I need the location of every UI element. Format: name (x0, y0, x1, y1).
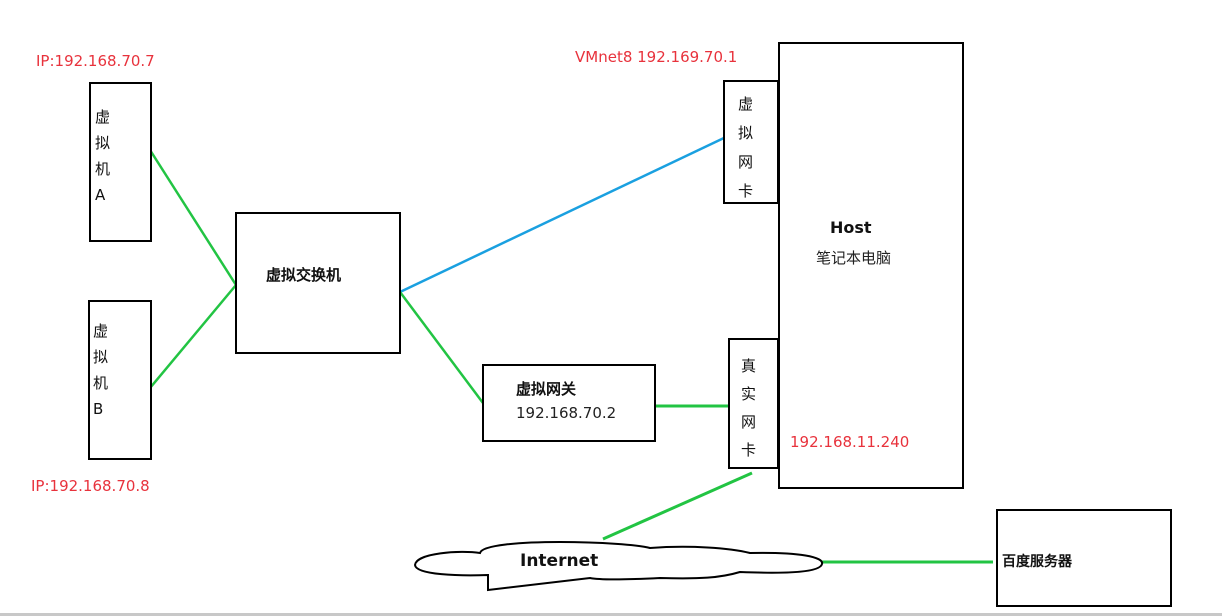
virtual-switch-box[interactable]: 虚拟交换机 (235, 212, 401, 354)
host-subtitle: 笔记本电脑 (816, 249, 892, 267)
virtual-gateway-title: 虚拟网关 (516, 380, 577, 398)
host-box[interactable]: Host 笔记本电脑 (778, 42, 964, 489)
internet-label: Internet (520, 551, 599, 571)
baidu-server-box[interactable]: 百度服务器 (996, 509, 1172, 607)
link-switch-to-virtual-nic (399, 135, 727, 294)
baidu-server-label: 百度服务器 (1002, 554, 1072, 570)
real-nic-ip-label: 192.168.11.240 (790, 433, 910, 451)
vm-b-label: 虚 拟 机 B (93, 322, 109, 418)
vm-a-ip-label: IP:192.168.70.7 (36, 52, 155, 70)
link-vm-a-to-switch (148, 149, 238, 286)
link-switch-to-gateway (398, 291, 485, 404)
virtual-gateway-ip: 192.168.70.2 (516, 404, 617, 422)
real-nic-box[interactable]: 真 实 网 卡 (728, 338, 779, 469)
link-real-nic-to-internet (602, 471, 753, 541)
virtual-nic-box[interactable]: 虚 拟 网 卡 (723, 80, 779, 204)
vm-b-box[interactable]: 虚 拟 机 B (88, 300, 152, 460)
virtual-nic-label: 虚 拟 网 卡 (738, 95, 754, 200)
internet-cloud-shape (413, 540, 824, 592)
vm-a-label: 虚 拟 机 A (95, 108, 111, 204)
host-title: Host (830, 218, 872, 237)
virtual-nic-ip-label: VMnet8 192.169.70.1 (575, 48, 738, 66)
bottom-border (0, 613, 1222, 616)
vm-b-ip-label: IP:192.168.70.8 (31, 477, 150, 495)
virtual-gateway-box[interactable]: 虚拟网关 192.168.70.2 (482, 364, 656, 442)
link-vm-b-to-switch (149, 284, 237, 389)
real-nic-label: 真 实 网 卡 (741, 357, 757, 459)
vm-a-box[interactable]: 虚 拟 机 A (89, 82, 152, 242)
virtual-switch-label: 虚拟交换机 (266, 266, 342, 284)
